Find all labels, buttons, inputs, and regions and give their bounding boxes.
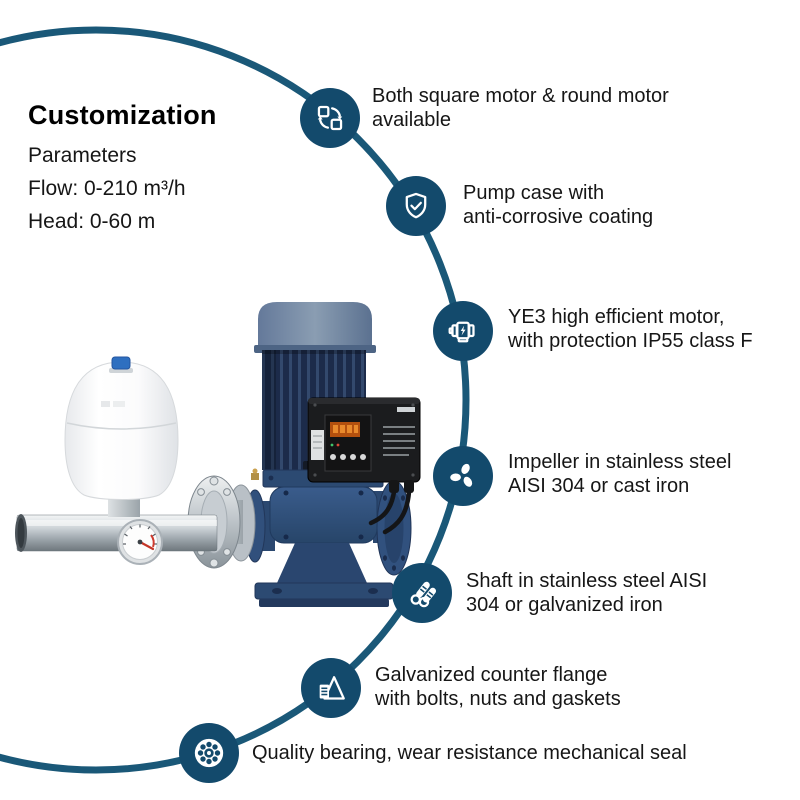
shaft-icon (410, 581, 437, 608)
parameters-label: Parameters (28, 144, 137, 167)
pump-product-image (15, 302, 421, 607)
feature-5-text: Shaft in stainless steel AISI 304 or gal… (466, 570, 708, 616)
impeller-icon (450, 463, 473, 487)
feature-5-badge (392, 563, 452, 623)
feature-3-badge (433, 301, 493, 361)
feature-7-text: Quality bearing, wear resistance mechani… (252, 742, 687, 764)
feature-2-text: Pump case with anti-corrosive coating (463, 182, 654, 228)
feature-2-badge (386, 176, 446, 236)
flange-icon (319, 676, 345, 700)
electric-motor-icon (448, 321, 475, 343)
head-spec: Head: 0-60 m (28, 210, 156, 233)
feature-6-badge (301, 658, 361, 718)
page-title: Customization (28, 100, 217, 130)
pressure-tank (64, 356, 179, 500)
vfd-controller (307, 397, 421, 535)
feature-1-badge (300, 88, 360, 148)
feature-4-text: Impeller in stainless steel AISI 304 or … (508, 451, 732, 497)
customization-block: Customization Parameters Flow: 0-210 m³/… (28, 100, 328, 238)
pump-volute (244, 468, 412, 607)
feature-7-badge (179, 723, 239, 783)
feature-1-text: Both square motor & round motor availabl… (372, 85, 669, 131)
feature-4-badge (433, 446, 493, 506)
shield-check-icon (405, 192, 427, 219)
swap-motor-icon (317, 105, 343, 131)
pressure-gauge (117, 519, 163, 565)
bearing-icon (194, 738, 224, 768)
feature-6-text: Galvanized counter flange with bolts, nu… (375, 664, 621, 710)
flow-spec: Flow: 0-210 m³/h (28, 177, 186, 200)
feature-3-text: YE3 high efficient motor, with protectio… (508, 306, 753, 352)
